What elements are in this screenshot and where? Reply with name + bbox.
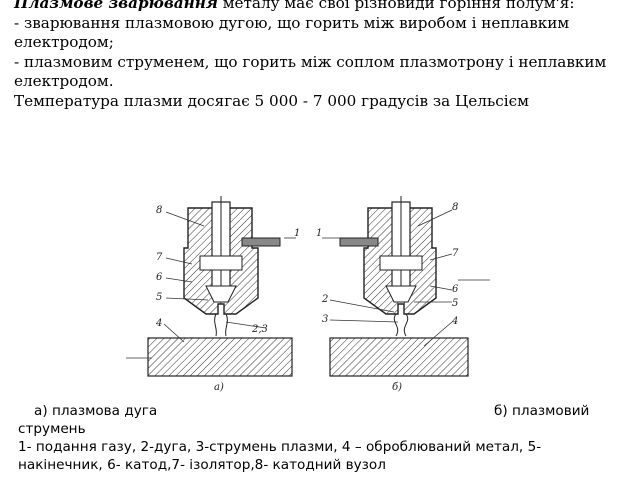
label-a-4: 4 (155, 318, 162, 329)
torch-a (183, 196, 281, 337)
caption-b: б) плазмовий (494, 403, 590, 419)
leaders-a (126, 211, 296, 359)
label-b-8: 8 (452, 202, 458, 213)
term-plasma-welding: Плазмове зварювання (14, 0, 218, 12)
bullet-jet: - плазмовим струменем, що горить між соп… (14, 52, 607, 91)
caption-legend: 1- подання газу, 2-дуга, 3-струмень плаз… (18, 439, 542, 473)
label-a-7: 7 (156, 252, 163, 263)
caption-row: а) плазмова дуга б) плазмовий (18, 402, 628, 420)
label-a-1: 1 (294, 228, 300, 239)
caption-a: а) плазмова дуга (34, 403, 158, 419)
torch-a-gas-pipe (241, 237, 281, 247)
label-a-2-3: 2,3 (251, 324, 268, 335)
torch-a-insulator (199, 255, 243, 271)
leaders-b (322, 209, 490, 347)
label-b-3: 3 (322, 314, 328, 325)
intro-rest: металу має свої різновиди горіння полум'… (217, 0, 575, 12)
figure-caption: а) плазмова дуга б) плазмовий струмень 1… (18, 402, 628, 474)
temperature-line: Температура плазми досягає 5 000 - 7 000… (14, 91, 529, 110)
caption-b-continued: струмень (18, 421, 86, 437)
label-b-4: 4 (451, 316, 458, 327)
body-text: Плазмове зварювання металу має свої різн… (14, 0, 630, 111)
intro-line: Плазмове зварювання металу має свої різн… (14, 0, 630, 14)
label-a-8: 8 (156, 205, 162, 216)
torch-b-gas-pipe (339, 237, 379, 247)
workpiece-a (147, 337, 293, 377)
sublabel-b: б) (392, 382, 402, 393)
label-b-5: 5 (452, 298, 458, 309)
torch-b (339, 196, 437, 337)
label-a-5: 5 (156, 292, 162, 303)
bullet-arc: - зварювання плазмовою дугою, що горить … (14, 13, 570, 52)
label-b-6: 6 (452, 284, 459, 295)
label-b-1: 1 (316, 228, 322, 239)
workpiece-b (329, 337, 469, 377)
plasma-torch-diagram: 8 1 7 6 5 4 2,3 а) 1 8 7 6 5 2 3 4 б) (126, 196, 490, 393)
sublabel-a: а) (214, 382, 224, 393)
torch-b-insulator (379, 255, 423, 271)
label-b-2: 2 (321, 294, 328, 305)
label-b-7: 7 (452, 248, 459, 259)
plasma-torch-figure: 8 1 7 6 5 4 2,3 а) 1 8 7 6 5 2 3 4 б) (118, 186, 490, 402)
label-a-6: 6 (156, 272, 163, 283)
